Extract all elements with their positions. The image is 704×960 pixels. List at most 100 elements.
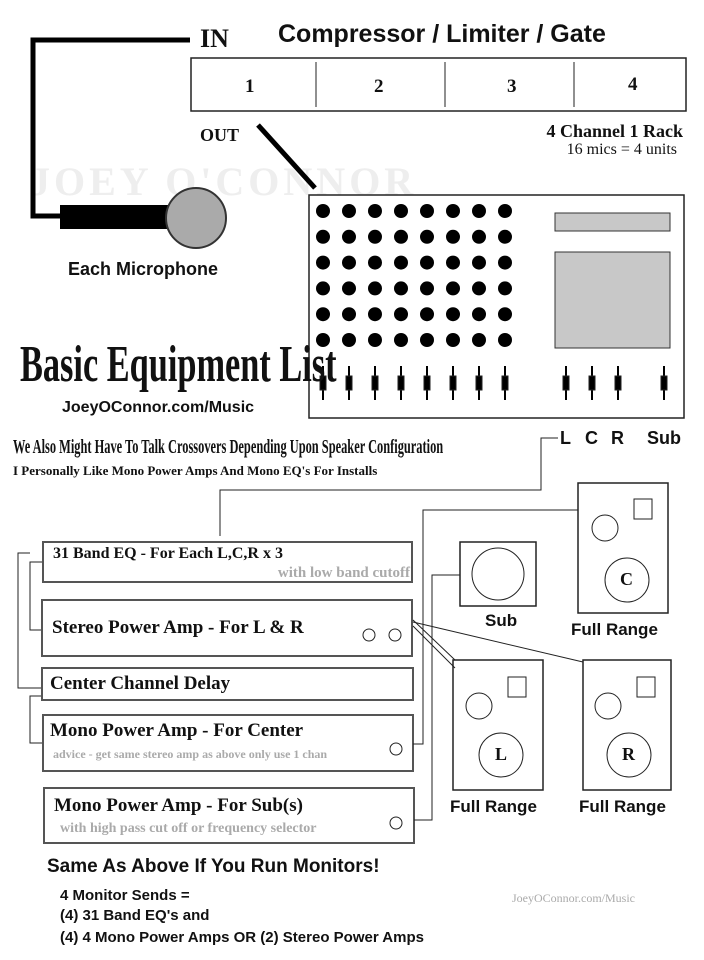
knob bbox=[394, 281, 408, 296]
knob bbox=[420, 255, 434, 270]
knob bbox=[316, 281, 330, 296]
knob bbox=[498, 204, 512, 218]
fader bbox=[588, 366, 596, 400]
knob bbox=[472, 281, 486, 296]
fader bbox=[345, 366, 353, 400]
site-label: JoeyOConnor.com/Music bbox=[62, 399, 255, 416]
knob bbox=[368, 255, 382, 270]
stereo-amp-box bbox=[41, 599, 413, 657]
out-label: OUT bbox=[200, 125, 240, 145]
left-full-range: Full Range bbox=[450, 797, 537, 816]
knob bbox=[368, 281, 382, 296]
channel-3: 3 bbox=[507, 76, 517, 97]
speaker-center bbox=[577, 482, 669, 614]
rack-note: 4 Channel 1 Rack bbox=[546, 121, 683, 141]
speaker-r-letter: R bbox=[622, 744, 635, 764]
knob bbox=[472, 229, 486, 244]
fader bbox=[449, 366, 457, 400]
knob bbox=[342, 281, 356, 296]
monitors-line3: (4) 4 Mono Power Amps OR (2) Stereo Powe… bbox=[60, 929, 424, 946]
microphone-label: Each Microphone bbox=[68, 259, 219, 279]
knob bbox=[342, 229, 356, 244]
compressor-rack bbox=[190, 57, 687, 112]
knob bbox=[394, 204, 408, 218]
knob bbox=[420, 204, 434, 218]
knob bbox=[394, 307, 408, 322]
knob bbox=[342, 255, 356, 270]
mixer bbox=[308, 194, 685, 419]
knob bbox=[472, 204, 486, 218]
knob bbox=[368, 307, 382, 322]
output-sub: Sub bbox=[647, 428, 681, 448]
fader bbox=[501, 366, 509, 400]
knob bbox=[394, 229, 408, 244]
fader bbox=[423, 366, 431, 400]
knob bbox=[472, 255, 486, 270]
knob bbox=[420, 307, 434, 322]
sub-label: Sub bbox=[485, 611, 518, 630]
center-amp-note: advice - get same stereo amp as above on… bbox=[53, 747, 328, 761]
sub-amp-title: Mono Power Amp - For Sub(s) bbox=[54, 795, 303, 816]
channel-1: 1 bbox=[245, 76, 255, 97]
speaker-l-letter: L bbox=[495, 744, 508, 764]
output-r: R bbox=[611, 428, 624, 448]
knob bbox=[498, 333, 512, 347]
note-mono: I Personally Like Mono Power Amps And Mo… bbox=[13, 463, 378, 478]
footer-site: JoeyOConnor.com/Music bbox=[512, 891, 635, 905]
knob bbox=[446, 204, 460, 218]
monitors-line2: (4) 31 Band EQ's and bbox=[60, 907, 210, 924]
knob bbox=[498, 255, 512, 270]
knob bbox=[498, 229, 512, 244]
center-amp-title: Mono Power Amp - For Center bbox=[50, 720, 304, 741]
monitors-line1: 4 Monitor Sends = bbox=[60, 887, 190, 904]
delay-box bbox=[41, 667, 414, 701]
sub-amp-box bbox=[43, 787, 415, 844]
speaker-left bbox=[452, 659, 544, 791]
knob bbox=[342, 204, 356, 218]
fader bbox=[371, 366, 379, 400]
knob bbox=[316, 229, 330, 244]
center-amp-box bbox=[42, 714, 414, 772]
fader bbox=[319, 366, 327, 400]
note-crossovers: We Also Might Have To Talk Crossovers De… bbox=[13, 436, 444, 458]
channel-4: 4 bbox=[628, 74, 638, 95]
output-c: C bbox=[585, 428, 598, 448]
right-full-range: Full Range bbox=[579, 797, 666, 816]
knob bbox=[446, 255, 460, 270]
knob bbox=[368, 333, 382, 347]
mixer-display bbox=[554, 212, 671, 232]
knob bbox=[316, 204, 330, 218]
sub-amp-note: with high pass cut off or frequency sele… bbox=[60, 821, 317, 836]
knob bbox=[342, 333, 356, 347]
knob bbox=[316, 307, 330, 322]
heading: Basic Equipment List bbox=[20, 336, 337, 393]
microphone-icon bbox=[165, 187, 227, 249]
knob bbox=[420, 229, 434, 244]
knob bbox=[446, 229, 460, 244]
knob bbox=[368, 204, 382, 218]
knob bbox=[446, 307, 460, 322]
fader bbox=[660, 366, 668, 400]
knob bbox=[446, 333, 460, 347]
out-cable bbox=[256, 123, 317, 190]
knob bbox=[420, 333, 434, 347]
fader bbox=[397, 366, 405, 400]
in-label: IN bbox=[200, 24, 229, 53]
stereo-amp-title: Stereo Power Amp - For L & R bbox=[52, 617, 304, 638]
speaker-sub bbox=[459, 541, 537, 607]
knob bbox=[472, 333, 486, 347]
knob bbox=[394, 255, 408, 270]
speaker-c-letter: C bbox=[620, 569, 633, 589]
fader bbox=[614, 366, 622, 400]
monitors-heading: Same As Above If You Run Monitors! bbox=[47, 856, 380, 877]
delay-title: Center Channel Delay bbox=[50, 673, 231, 694]
fader bbox=[562, 366, 570, 400]
eq-note: with low band cutoff bbox=[277, 565, 410, 581]
fader bbox=[475, 366, 483, 400]
knob bbox=[420, 281, 434, 296]
mixer-faders bbox=[319, 366, 668, 400]
knob bbox=[316, 255, 330, 270]
knob bbox=[394, 333, 408, 347]
